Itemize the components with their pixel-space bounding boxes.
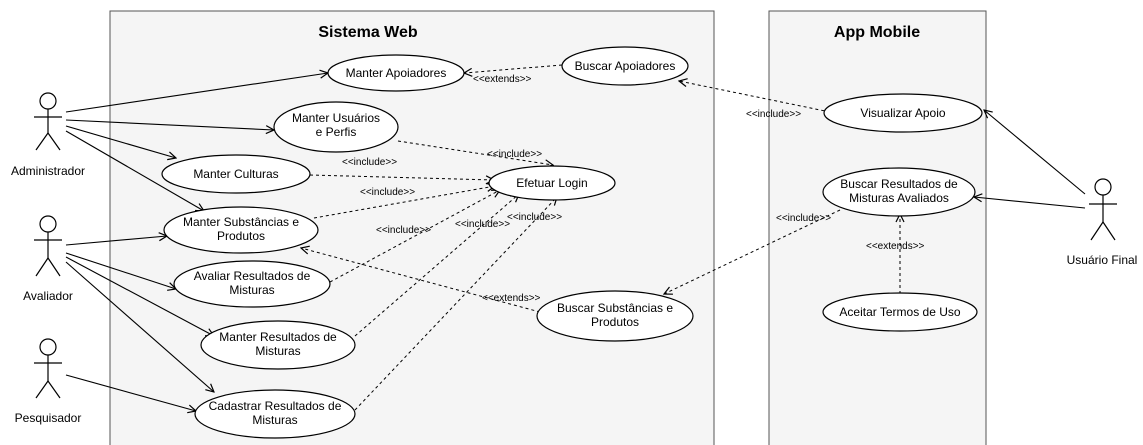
label-extends-aceitar-termos: <<extends>> — [866, 241, 925, 252]
uc-label-line2: Produtos — [217, 229, 265, 243]
actor-label: Usuário Final — [1067, 253, 1138, 267]
assoc-admin-manter-culturas — [65, 125, 176, 158]
dep-manter-resultados-include-login — [354, 194, 519, 337]
actor-avaliador[interactable]: Avaliador — [23, 215, 73, 303]
uc-label: Manter Culturas — [193, 167, 278, 181]
uc-label-line2: e Perfis — [316, 125, 357, 139]
assoc-avaliador-manter-substancias — [65, 236, 167, 246]
uc-label-line2: Misturas — [229, 283, 274, 297]
dep-cadastrar-include-login — [354, 197, 557, 411]
dep-buscar-apoiadores-extends — [464, 64, 563, 73]
label-extends-substancias: <<extends>> — [482, 293, 541, 304]
assoc-avaliador-avaliar-resultados — [65, 252, 176, 289]
dep-visualizar-include-buscar-apoiadores — [679, 81, 831, 113]
uc-label-line1: Cadastrar Resultados de — [209, 399, 342, 413]
use-case-manter-culturas[interactable]: Manter Culturas — [161, 154, 311, 194]
stick-figure-icon — [34, 215, 62, 277]
system-boundary-mobile: App Mobile — [768, 10, 987, 445]
uc-label-line1: Manter Usuários — [292, 111, 380, 125]
uc-label-line1: Buscar Resultados de — [840, 177, 958, 191]
uc-label: Visualizar Apoio — [860, 106, 945, 120]
label-extends-apoiadores: <<extends>> — [473, 74, 532, 85]
uc-label: Efetuar Login — [516, 176, 587, 190]
dependencies — [301, 64, 900, 411]
assoc-usuario-visualizar-apoio — [984, 110, 1086, 195]
label-include-substancias: <<include>> — [360, 187, 415, 198]
uc-label-line1: Manter Resultados de — [219, 330, 337, 344]
uc-label: Manter Apoiadores — [346, 66, 447, 80]
assoc-admin-manter-substancias — [65, 130, 204, 211]
uc-label-line2: Misturas — [255, 344, 300, 358]
stereotype-labels: <<extends>> <<include>> <<include>> <<in… — [342, 74, 925, 304]
system-title-web: Sistema Web — [318, 24, 418, 41]
uc-label-line2: Produtos — [591, 315, 639, 329]
stick-figure-icon — [34, 92, 62, 151]
actor-pesquisador[interactable]: Pesquisador — [15, 338, 82, 425]
use-case-manter-apoiadores[interactable]: Manter Apoiadores — [327, 54, 465, 92]
uc-label: Buscar Apoiadores — [575, 59, 676, 73]
svg-text:Visualizar Apoio: Visualizar Apoio — [860, 106, 945, 120]
actor-label: Administrador — [11, 164, 85, 178]
uc-label-line1: Manter Substâncias e — [183, 215, 299, 229]
svg-text:Manter Apoiadores: Manter Apoiadores — [346, 66, 447, 80]
label-include-usuarios: <<include>> — [487, 149, 542, 160]
label-include-cadastrar: <<include>> — [507, 212, 562, 223]
assoc-pesquisador-cadastrar-resultados — [65, 374, 196, 411]
actor-usuario-final[interactable]: Usuário Final — [1067, 178, 1138, 267]
dep-avaliar-include-login — [329, 190, 500, 283]
assoc-avaliador-cadastrar-resultados — [65, 261, 214, 392]
uc-label-line2: Misturas Avaliados — [849, 191, 949, 205]
label-include-manter-resultados: <<include>> — [455, 219, 510, 230]
dep-culturas-include-login — [309, 174, 494, 180]
label-include-avaliar: <<include>> — [376, 225, 431, 236]
use-case-efetuar-login[interactable]: Efetuar Login — [488, 165, 616, 201]
label-include-culturas: <<include>> — [342, 157, 397, 168]
svg-text:Efetuar Login: Efetuar Login — [516, 176, 587, 190]
system-title-mobile: App Mobile — [834, 24, 920, 41]
actor-label: Pesquisador — [15, 411, 82, 425]
label-include-visualizar-apoio: <<include>> — [746, 109, 801, 120]
dep-substancias-include-login — [313, 186, 495, 219]
uc-label-line1: Avaliar Resultados de — [194, 269, 311, 283]
uc-label-line2: Misturas — [252, 413, 297, 427]
use-case-buscar-apoiadores[interactable]: Buscar Apoiadores — [561, 46, 689, 86]
assoc-avaliador-manter-resultados — [65, 256, 214, 336]
use-case-aceitar-termos[interactable]: Aceitar Termos de Uso — [822, 292, 978, 332]
uc-label: Aceitar Termos de Uso — [839, 305, 960, 319]
label-include-buscar-avaliados: <<include>> — [776, 213, 831, 224]
dep-usuarios-include-login — [397, 140, 553, 165]
stick-figure-icon — [34, 338, 62, 399]
actor-label: Avaliador — [23, 289, 73, 303]
svg-text:Manter Culturas: Manter Culturas — [193, 167, 278, 181]
svg-text:Buscar Apoiadores: Buscar Apoiadores — [575, 59, 676, 73]
associations — [65, 73, 1086, 411]
uc-label-line1: Buscar Substâncias e — [557, 301, 673, 315]
assoc-admin-manter-usuarios — [65, 119, 274, 130]
dep-buscar-avaliados-include-buscar-substancias — [664, 209, 841, 294]
assoc-usuario-buscar-resultados-avaliados — [974, 197, 1086, 209]
assoc-admin-manter-apoiadores — [65, 73, 328, 113]
use-case-visualizar-apoio[interactable]: Visualizar Apoio — [823, 93, 983, 133]
dep-buscar-substancias-extends — [301, 248, 541, 313]
actor-administrador[interactable]: Administrador — [11, 92, 85, 178]
stick-figure-icon — [1089, 178, 1117, 241]
svg-text:Aceitar Termos de Uso: Aceitar Termos de Uso — [839, 305, 960, 319]
